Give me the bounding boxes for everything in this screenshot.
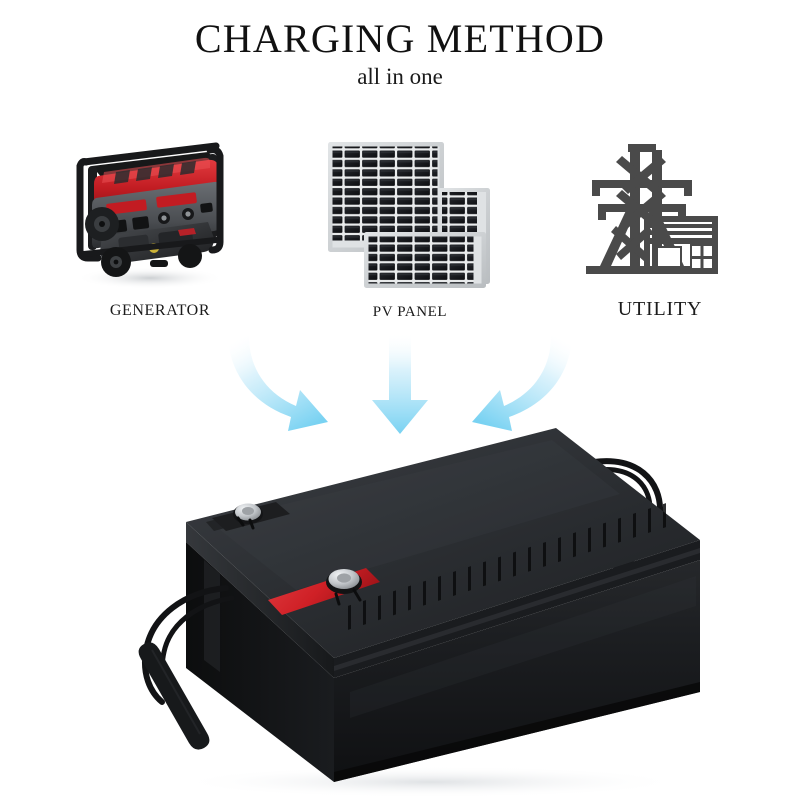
solar-panel-icon <box>328 142 490 288</box>
source-label-generator: GENERATOR <box>109 302 211 319</box>
arrow-right <box>472 336 572 431</box>
charging-flow-arrows <box>0 330 800 440</box>
negative-terminal <box>212 502 290 531</box>
utility-image <box>578 142 726 290</box>
battery-top-rim <box>186 522 334 678</box>
pv-panel-image <box>326 140 492 290</box>
arrow-left <box>228 336 328 431</box>
generator-icon <box>76 142 224 289</box>
battery-icon <box>138 428 700 798</box>
arrow-center <box>372 334 428 434</box>
page-subtitle: all in one <box>357 64 443 89</box>
battery-image <box>100 410 720 800</box>
solar-panel-back <box>328 142 444 252</box>
utility-tower-icon <box>586 144 718 274</box>
solar-panel-front <box>364 232 486 288</box>
source-label-utility: UTILITY <box>617 298 703 320</box>
source-label-pv-panel: PV PANEL <box>372 304 448 320</box>
page-title: CHARGING METHOD <box>194 16 606 61</box>
header: CHARGING METHOD all in one <box>0 16 800 90</box>
arrow-group <box>228 334 572 434</box>
positive-terminal <box>268 568 380 615</box>
battery-ribs <box>348 503 666 630</box>
handle-left-grip <box>138 642 210 750</box>
generator-image <box>58 132 240 292</box>
battery-front-face <box>334 560 700 782</box>
